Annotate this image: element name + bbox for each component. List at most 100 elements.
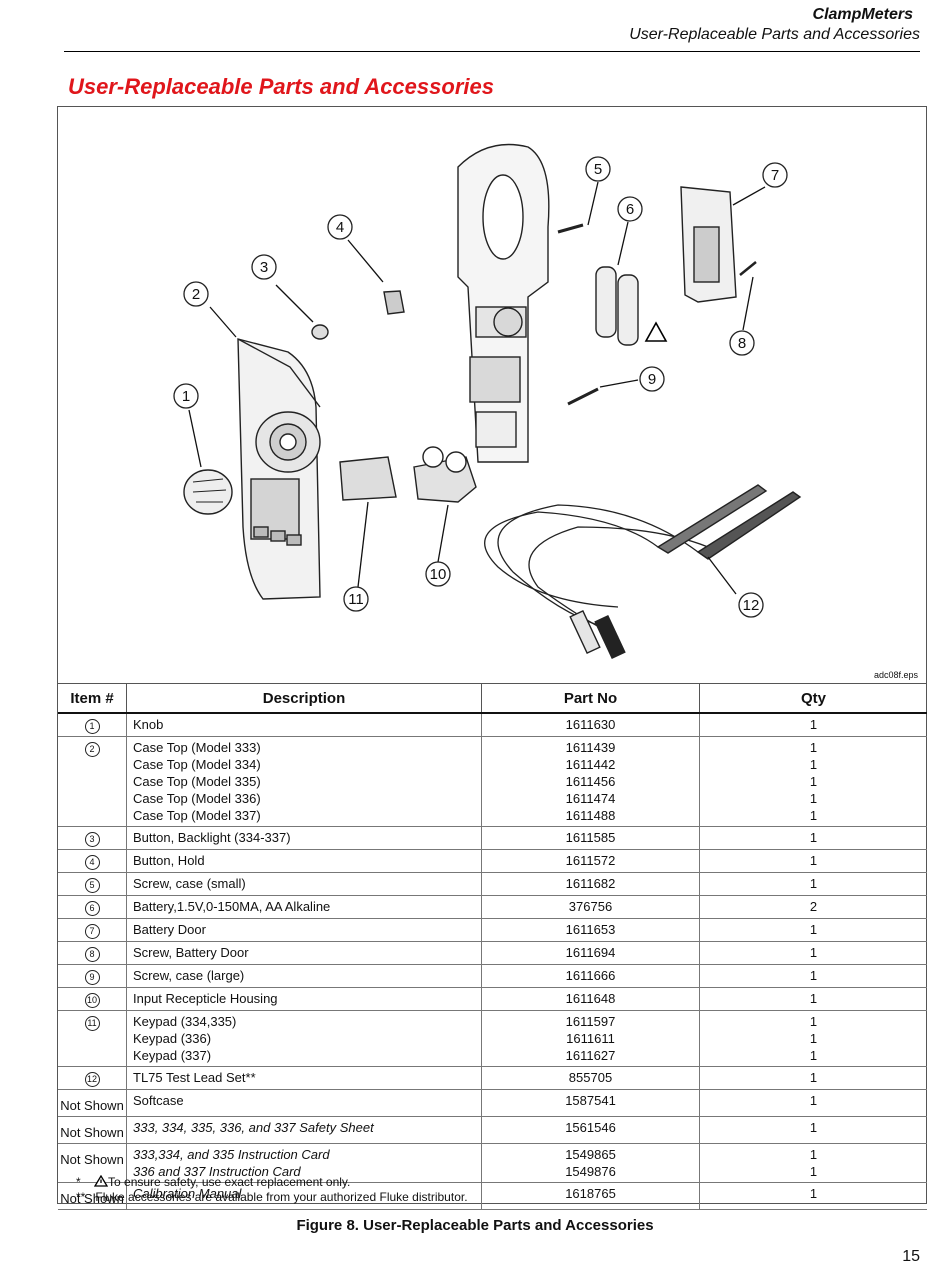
part-cell: 1611630 xyxy=(481,713,700,737)
part-number-line: 1611572 xyxy=(565,853,616,868)
item-cell: 6 xyxy=(58,895,127,919)
part-number-line: 1611648 xyxy=(565,991,616,1006)
header-part-no: Part No xyxy=(481,683,700,714)
figure-file-label: adc08f.eps xyxy=(873,670,918,680)
part-number-line: 1561546 xyxy=(565,1120,616,1135)
item-number-badge: 3 xyxy=(84,832,100,847)
qty-line: 1 xyxy=(809,757,818,772)
qty-line: 1 xyxy=(809,1093,818,1108)
qty-cell: 1 xyxy=(699,872,927,896)
figure-frame: 1 2 3 4 5 6 7 8 9 10 11 12 adc08f.eps It… xyxy=(57,106,927,1210)
description-line: Case Top (Model 333) xyxy=(133,740,261,755)
warning-icon xyxy=(93,1174,109,1187)
item-number-badge: 1 xyxy=(84,719,100,734)
qty-line: 1 xyxy=(809,774,818,789)
part-cell: 1561546 xyxy=(481,1116,700,1144)
item-number-badge: 12 xyxy=(84,1072,100,1087)
part-cell: 376756 xyxy=(481,895,700,919)
part-number-line: 1611682 xyxy=(565,876,616,891)
battery-door-screw-part xyxy=(739,261,757,276)
description-line: 333, 334, 335, 336, and 337 Safety Sheet xyxy=(133,1120,374,1135)
description-line: 336 and 337 Instruction Card xyxy=(133,1164,301,1179)
description-cell: Input Recepticle Housing xyxy=(126,987,482,1011)
part-number-line: 855705 xyxy=(568,1070,613,1085)
battery-part xyxy=(595,266,617,338)
item-cell: 3 xyxy=(58,826,127,850)
callout-7: 7 xyxy=(771,167,779,184)
part-number-line: 1611474 xyxy=(565,791,616,806)
callout-1: 1 xyxy=(182,388,190,405)
description-line: Keypad (336) xyxy=(133,1031,212,1046)
qty-line: 1 xyxy=(809,853,818,868)
qty-line: 1 xyxy=(809,808,818,823)
description-line: Button, Backlight (334-337) xyxy=(133,830,291,845)
part-number-line: 1618765 xyxy=(565,1186,616,1201)
section-title: User-Replaceable Parts and Accessories xyxy=(68,74,494,99)
callout-3: 3 xyxy=(260,259,268,276)
description-cell: Softcase xyxy=(126,1089,482,1117)
knob-part xyxy=(183,469,233,515)
description-line: Screw, Battery Door xyxy=(133,945,249,960)
part-cell: 1611694 xyxy=(481,941,700,965)
callout-9: 9 xyxy=(648,371,656,388)
description-line: Softcase xyxy=(133,1093,184,1108)
header-rule xyxy=(64,51,920,52)
qty-cell: 1 xyxy=(699,826,927,850)
part-number-line: 1611666 xyxy=(565,968,616,983)
callout-2: 2 xyxy=(192,286,200,303)
part-cell: 1611682 xyxy=(481,872,700,896)
description-line: Keypad (334,335) xyxy=(133,1014,237,1029)
item-number-badge: 7 xyxy=(84,924,100,939)
large-screw-part xyxy=(567,387,599,406)
part-number-line: 1611456 xyxy=(565,774,616,789)
description-cell: Screw, case (small) xyxy=(126,872,482,896)
description-cell: Screw, case (large) xyxy=(126,964,482,988)
item-cell: Not Shown xyxy=(58,1182,127,1210)
part-number-line: 1611627 xyxy=(565,1048,616,1063)
part-number-line: 1611694 xyxy=(565,945,616,960)
description-line: Case Top (Model 336) xyxy=(133,791,261,806)
part-number-line: 1611442 xyxy=(565,757,616,772)
part-number-line: 1611488 xyxy=(565,808,616,823)
description-line: Screw, case (large) xyxy=(133,968,245,983)
part-cell: 1611653 xyxy=(481,918,700,942)
table-header-row: Item # Description Part No Qty xyxy=(58,683,927,714)
item-number-badge: 9 xyxy=(84,970,100,985)
callout-8: 8 xyxy=(738,335,746,352)
qty-line: 1 xyxy=(809,1164,818,1179)
description-cell: Case Top (Model 333)Case Top (Model 334)… xyxy=(126,736,482,827)
qty-cell: 1 xyxy=(699,1116,927,1144)
callout-12: 12 xyxy=(743,597,760,614)
qty-cell: 2 xyxy=(699,895,927,919)
description-cell: Screw, Battery Door xyxy=(126,941,482,965)
figure-caption: Figure 8. User-Replaceable Parts and Acc… xyxy=(296,1217,654,1234)
description-line: Button, Hold xyxy=(133,853,205,868)
callout-11: 11 xyxy=(348,591,364,608)
item-cell: Not Shown xyxy=(58,1143,127,1183)
qty-line: 1 xyxy=(809,1070,818,1085)
qty-line: 1 xyxy=(809,740,818,755)
description-line: Screw, case (small) xyxy=(133,876,246,891)
backlight-button-part xyxy=(311,324,329,340)
footnote-2-text: Fluke accessories are available from you… xyxy=(95,1190,468,1204)
item-number-badge: 6 xyxy=(84,901,100,916)
qty-line: 1 xyxy=(809,945,818,960)
part-number-line: 376756 xyxy=(568,899,613,914)
qty-line: 1 xyxy=(809,968,818,983)
item-number-badge: 11 xyxy=(84,1016,100,1031)
qty-line: 1 xyxy=(809,1048,818,1063)
qty-line: 1 xyxy=(809,922,818,937)
part-cell: 1611585 xyxy=(481,826,700,850)
